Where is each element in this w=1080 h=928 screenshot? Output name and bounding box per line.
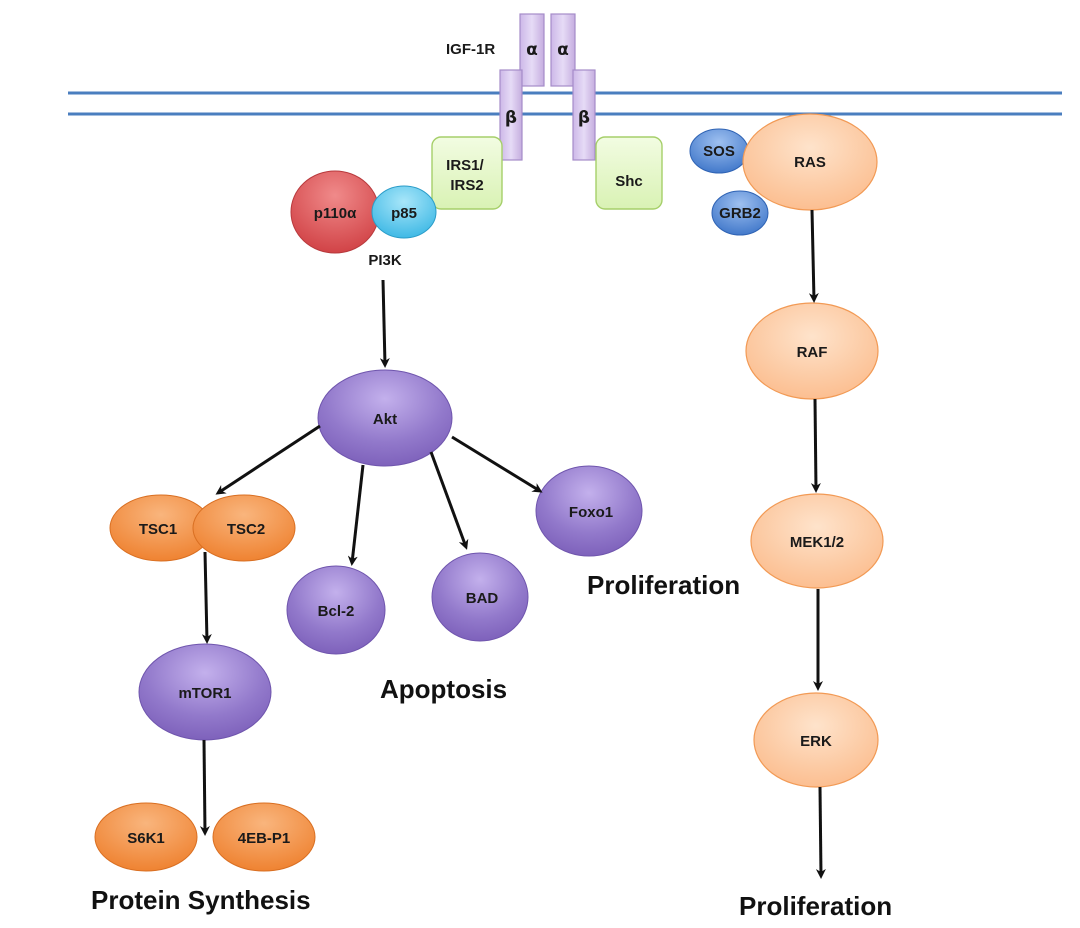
grb2-label: GRB2 — [719, 205, 761, 222]
beta-subunit-left — [499, 69, 523, 161]
mtor1-node: mTOR1 — [138, 643, 272, 741]
p110-label: p110α — [314, 205, 357, 222]
erk-label: ERK — [800, 733, 832, 750]
mek-node: MEK1/2 — [750, 493, 884, 589]
arrow-pi3k-to-akt — [379, 279, 390, 368]
arrow-ras-to-raf — [808, 209, 819, 303]
sos-node: SOS — [689, 128, 749, 174]
arrow-erk-to-proliferation — [815, 786, 826, 879]
alpha-label-left: α — [526, 40, 538, 60]
alpha-subunit-right — [550, 13, 576, 87]
arrow-akt-to-foxo1 — [451, 435, 543, 493]
irs-box: IRS1/ IRS2 — [431, 136, 503, 210]
p85-label: p85 — [391, 205, 417, 222]
foxo1-label: Foxo1 — [569, 504, 613, 521]
4ebp1-node: 4EB-P1 — [212, 802, 316, 872]
irs-label: IRS1/ IRS2 — [446, 157, 488, 194]
pi3k-label: PI3K — [368, 252, 402, 269]
bcl2-node: Bcl-2 — [286, 565, 386, 655]
tsc2-node: TSC2 — [192, 494, 296, 562]
s6k1-label: S6K1 — [127, 830, 165, 847]
alpha-label-right: α — [557, 40, 569, 60]
arrows — [199, 209, 826, 879]
irs-label-line2: IRS2 — [450, 177, 483, 194]
foxo1-node: Foxo1 — [535, 465, 643, 557]
bcl2-label: Bcl-2 — [318, 603, 355, 620]
erk-node: ERK — [753, 692, 879, 788]
ras-label: RAS — [794, 154, 826, 171]
beta-label-left: β — [505, 108, 517, 128]
4ebp1-label: 4EB-P1 — [238, 830, 291, 847]
tsc2-label: TSC2 — [227, 521, 265, 538]
beta-subunit-right — [572, 69, 596, 161]
igf1r-receptor: IGF-1R α α β β — [446, 13, 596, 161]
bad-node: BAD — [431, 552, 529, 642]
mtor1-label: mTOR1 — [178, 685, 231, 702]
ras-node: RAS — [742, 113, 878, 211]
beta-label-right: β — [578, 108, 590, 128]
arrow-akt-to-tsc — [215, 424, 321, 495]
tsc1-label: TSC1 — [139, 521, 177, 538]
arrow-mtor1-to-s6k1 — [199, 739, 210, 836]
irs-label-line1: IRS1/ — [446, 157, 484, 174]
arrow-akt-to-bad — [429, 451, 469, 550]
pi3k-complex: p110α p85 PI3K — [290, 170, 437, 269]
s6k1-node: S6K1 — [94, 802, 198, 872]
shc-label: Shc — [615, 173, 643, 190]
outcome-protein-synthesis: Protein Synthesis — [91, 885, 311, 915]
tsc1-node: TSC1 — [109, 494, 213, 562]
shc-box: Shc — [595, 136, 663, 210]
arrow-tsc-to-mtor1 — [201, 551, 212, 644]
igf1r-label: IGF-1R — [446, 41, 495, 58]
sos-label: SOS — [703, 143, 735, 160]
outcome-proliferation-mapk: Proliferation — [739, 891, 892, 921]
p85-node — [371, 185, 437, 239]
bad-label: BAD — [466, 590, 499, 607]
outcome-proliferation-akt: Proliferation — [587, 570, 740, 600]
arrow-raf-to-mek — [810, 398, 821, 493]
raf-label: RAF — [797, 344, 828, 361]
grb2-node: GRB2 — [711, 190, 769, 236]
akt-node: Akt — [317, 369, 453, 467]
cell-membrane — [68, 91, 1062, 116]
akt-label: Akt — [373, 411, 397, 428]
alpha-subunit-left — [519, 13, 545, 87]
raf-node: RAF — [745, 302, 879, 400]
arrow-akt-to-bcl2 — [347, 464, 365, 566]
mek-label: MEK1/2 — [790, 534, 844, 551]
outcome-apoptosis: Apoptosis — [380, 674, 507, 704]
